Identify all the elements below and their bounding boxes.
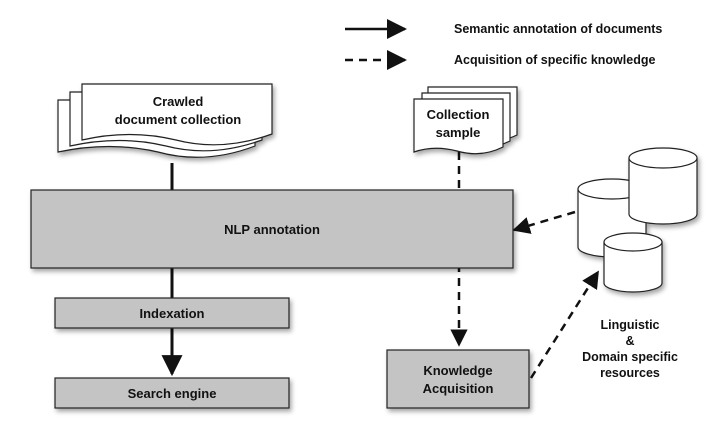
legend: Semantic annotation of documents Acquisi…	[345, 19, 662, 70]
connectors	[161, 152, 600, 379]
resources-databases	[577, 147, 698, 293]
crawled-document-collection	[57, 83, 273, 158]
nlp-annotation-label: NLP annotation	[224, 222, 320, 237]
resources-label-line4: resources	[600, 366, 660, 380]
nlp-annotation-box	[30, 189, 514, 269]
crawled-page-front	[81, 83, 273, 146]
crawled-label-line2: document collection	[115, 112, 241, 127]
sample-label-line1: Collection	[427, 107, 490, 122]
dashed-resources-to-nlp	[512, 210, 576, 234]
legend-dashed-label: Acquisition of specific knowledge	[454, 53, 655, 67]
crawled-label-line1: Crawled	[153, 94, 204, 109]
knowledge-acquisition-box	[386, 349, 530, 409]
database-cylinder-right	[628, 147, 698, 225]
resources-label-line3: Domain specific	[582, 350, 678, 364]
indexation-label: Indexation	[139, 306, 204, 321]
knowledge-label-line1: Knowledge	[423, 363, 492, 378]
resources-label-line2: &	[625, 334, 634, 348]
database-cylinder-small	[603, 232, 663, 293]
resources-label-line1: Linguistic	[600, 318, 659, 332]
search-engine-box	[54, 377, 290, 409]
search-engine-label: Search engine	[128, 386, 217, 401]
legend-solid-label: Semantic annotation of documents	[454, 22, 662, 36]
dashed-knowledge-to-resources	[529, 270, 600, 379]
knowledge-label-line2: Acquisition	[423, 381, 494, 396]
indexation-box	[54, 297, 290, 329]
collection-sample	[413, 86, 518, 155]
sample-label-line2: sample	[436, 125, 481, 140]
sample-page-front	[413, 98, 504, 155]
